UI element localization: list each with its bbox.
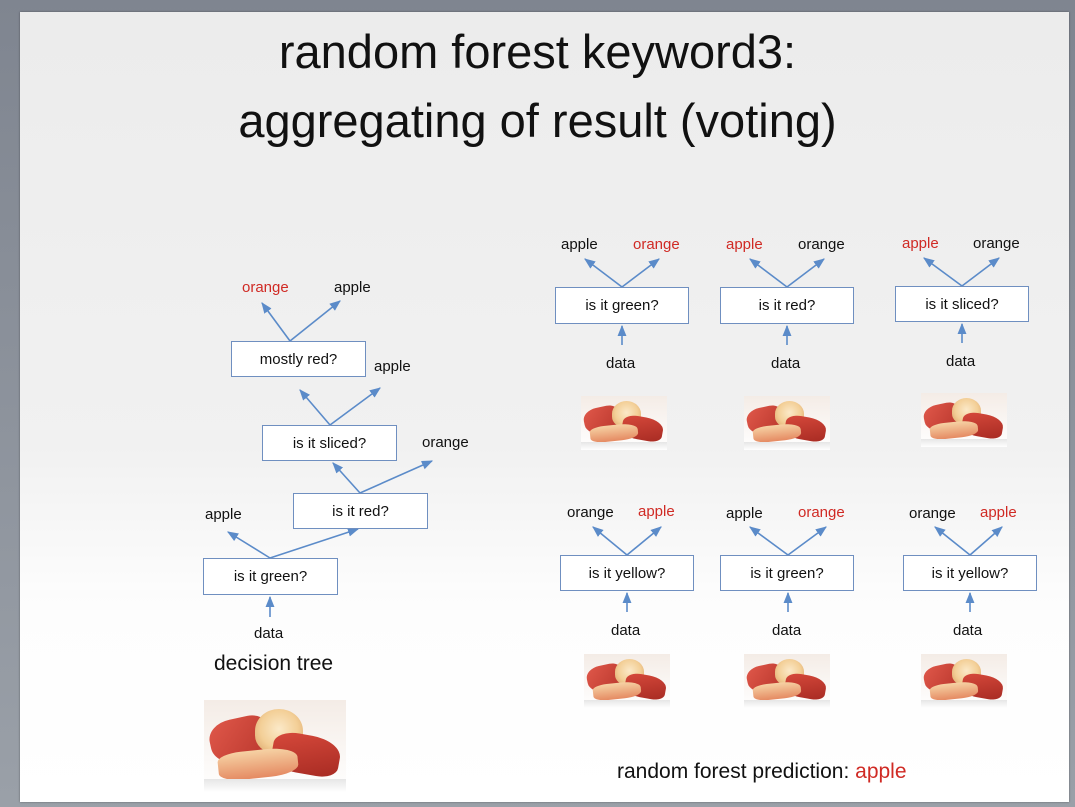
ft6-leaf-left: orange xyxy=(909,505,956,522)
ft3-node-label: is it sliced? xyxy=(925,295,999,313)
dt-node-green: is it green? xyxy=(203,558,338,595)
ft5-arrow-left xyxy=(749,526,789,556)
ft5-leaf-left: apple xyxy=(726,505,763,522)
ft2-node: is it red? xyxy=(720,287,854,324)
ft6-arrow-right xyxy=(969,526,1003,556)
ft5-data-label: data xyxy=(772,622,802,639)
ft3-apple-image xyxy=(921,393,1007,447)
slide-title-line-2: aggregating of result (voting) xyxy=(238,94,837,147)
dt-leaf-apple-sliced: apple xyxy=(374,358,411,375)
ft2-arrow-left xyxy=(749,258,788,288)
ft1-data-label: data xyxy=(606,355,636,372)
dt-arrow-sliced-left xyxy=(299,389,331,426)
ft1-leaf-left: apple xyxy=(561,236,598,253)
ft3-arrow-left xyxy=(923,257,963,287)
dt-data-label: data xyxy=(254,625,284,642)
ft4-data-label: data xyxy=(611,622,641,639)
decision-tree-caption: decision tree xyxy=(214,652,334,675)
ft4-leaf-right: apple xyxy=(638,503,675,520)
ft6-leaf-right: apple xyxy=(980,504,1017,521)
ft4-arrow-left xyxy=(592,526,628,556)
dt-arrow-green-left xyxy=(227,531,271,559)
ft6-data-label: data xyxy=(953,622,983,639)
ft6-node: is it yellow? xyxy=(903,555,1037,591)
dt-arrow-green-right xyxy=(269,527,360,559)
ft1-node-label: is it green? xyxy=(585,297,659,314)
dt-arrow-red-left xyxy=(332,462,361,494)
ft3-leaf-right: orange xyxy=(973,235,1020,252)
slide xyxy=(20,12,1069,802)
ft5-node-label: is it green? xyxy=(750,564,824,582)
ft2-leaf-right: orange xyxy=(798,236,845,253)
ft2-arrow-right xyxy=(786,258,825,288)
dt-node-red-label: is it red? xyxy=(332,502,389,520)
ft6-apple-image xyxy=(921,654,1007,708)
ft5-node: is it green? xyxy=(720,555,854,591)
ft2-apple-image xyxy=(744,396,830,450)
dt-node-mostly-red-label: mostly red? xyxy=(259,350,338,368)
dt-leaf-apple-top: apple xyxy=(334,279,371,296)
dt-arrow-mostly-red-left xyxy=(261,302,291,342)
dt-leaf-orange: orange xyxy=(242,279,289,296)
ft6-arrow-left xyxy=(934,526,971,556)
dt-node-red: is it red? xyxy=(293,493,428,529)
dt-node-mostly-red: mostly red? xyxy=(231,341,366,377)
ft5-apple-image xyxy=(744,654,830,708)
ft2-node-label: is it red? xyxy=(758,297,816,314)
dt-leaf-orange-red: orange xyxy=(422,434,469,451)
dt-arrow-sliced-right xyxy=(329,387,381,426)
ft6-node-label: is it yellow? xyxy=(931,564,1009,582)
ft5-arrow-right xyxy=(787,526,827,556)
ft4-arrow-right xyxy=(626,526,662,556)
ft4-node-label: is it yellow? xyxy=(588,564,666,582)
ft3-leaf-left: apple xyxy=(902,235,939,252)
ft2-data-label: data xyxy=(771,355,801,372)
dt-arrow-mostly-red-right xyxy=(289,300,341,342)
ft4-leaf-left: orange xyxy=(567,504,614,521)
ft1-leaf-right: orange xyxy=(633,236,680,253)
apple-slices-image xyxy=(204,700,346,792)
ft4-apple-image xyxy=(584,654,670,708)
ft4-node: is it yellow? xyxy=(560,555,694,591)
ft5-leaf-right: orange xyxy=(798,504,845,521)
ft3-arrow-right xyxy=(961,257,1000,287)
ft1-apple-image xyxy=(581,396,667,450)
prediction-value: apple xyxy=(855,760,907,783)
slide-title-line-1: random forest keyword3: xyxy=(278,25,797,78)
ft1-arrow-left xyxy=(584,258,623,288)
ft3-node: is it sliced? xyxy=(895,286,1029,322)
prediction-label: random forest prediction: xyxy=(617,760,850,783)
ft1-arrow-right xyxy=(621,258,660,288)
dt-leaf-apple-green: apple xyxy=(205,506,242,523)
ft3-data-label: data xyxy=(946,353,976,370)
ft2-leaf-left: apple xyxy=(726,236,763,253)
dt-node-sliced: is it sliced? xyxy=(262,425,397,461)
ft1-node: is it green? xyxy=(555,287,689,324)
prediction-caption: random forest prediction: apple xyxy=(617,760,907,784)
dt-arrow-red-right xyxy=(359,460,434,494)
dt-node-sliced-label: is it sliced? xyxy=(292,434,367,452)
dt-node-green-label: is it green? xyxy=(233,568,308,585)
